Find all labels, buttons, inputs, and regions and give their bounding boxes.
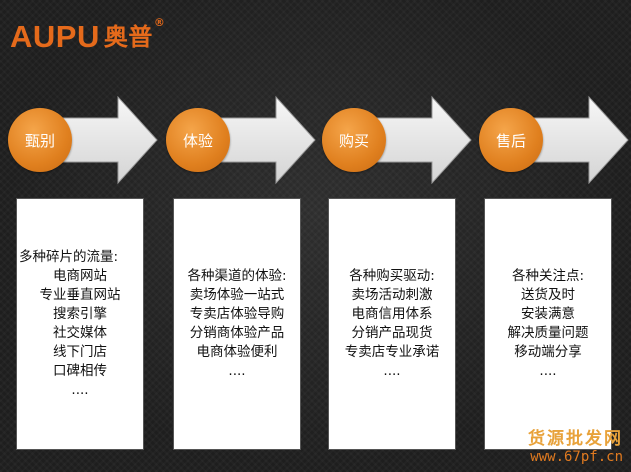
list-item: 解决质量问题 [507,325,589,341]
more-ellipsis: .... [383,363,401,379]
step-box-title: 多种碎片的流量: [19,249,119,265]
watermark: 货源批发网 www.67pf.cn [528,430,623,466]
list-item: 口碑相传 [53,363,107,379]
list-item: 社交媒体 [53,325,107,341]
list-item: 移动端分享 [514,344,582,360]
list-item: 电商信用体系 [351,306,433,322]
list-item: 专卖店专业承诺 [344,344,440,360]
more-ellipsis: .... [228,363,246,379]
step-circle-3: 购买 [322,108,386,172]
list-item: 电商网站 [53,268,107,284]
list-item: 送货及时 [521,287,575,303]
list-item: 电商体验便利 [196,344,278,360]
step-box-4: 各种关注点: 送货及时 安装满意 解决质量问题 移动端分享 .... [484,198,612,450]
list-item: 搜索引擎 [53,306,107,322]
step-label-1: 甄别 [24,131,55,150]
step-circle-4: 售后 [479,108,543,172]
step-box-2: 各种渠道的体验: 卖场体验一站式 专卖店体验导购 分销商体验产品 电商体验便利 … [173,198,301,450]
step-label-2: 体验 [182,131,213,150]
step-circle-1: 甄别 [8,108,72,172]
list-item: 分销产品现货 [351,325,433,341]
more-ellipsis: .... [71,382,89,398]
list-item: 安装满意 [521,306,575,322]
registered-mark: ® [153,16,166,29]
watermark-url: www.67pf.cn [530,449,623,465]
step-box-title: 各种购买驱动: [349,268,435,284]
step-label-3: 购买 [338,131,369,150]
list-item: 专业垂直网站 [39,287,121,303]
list-item: 专卖店体验导购 [189,306,285,322]
step-box-title: 各种关注点: [511,268,585,284]
brand-name-cn: 奥普 [103,23,153,51]
step-box-title: 各种渠道的体验: [187,268,287,284]
list-item: 线下门店 [53,344,107,360]
step-circle-2: 体验 [166,108,230,172]
step-label-4: 售后 [495,131,526,150]
more-ellipsis: .... [539,363,557,379]
brand-name-en: AUPU [10,19,100,54]
watermark-text: 货源批发网 [528,429,623,449]
list-item: 分销商体验产品 [189,325,285,341]
step-box-1: 多种碎片的流量: 电商网站 专业垂直网站 搜索引擎 社交媒体 线下门店 口碑相传… [16,198,144,450]
list-item: 卖场活动刺激 [351,287,433,303]
step-box-3: 各种购买驱动: 卖场活动刺激 电商信用体系 分销产品现货 专卖店专业承诺 ...… [328,198,456,450]
list-item: 卖场体验一站式 [189,287,285,303]
